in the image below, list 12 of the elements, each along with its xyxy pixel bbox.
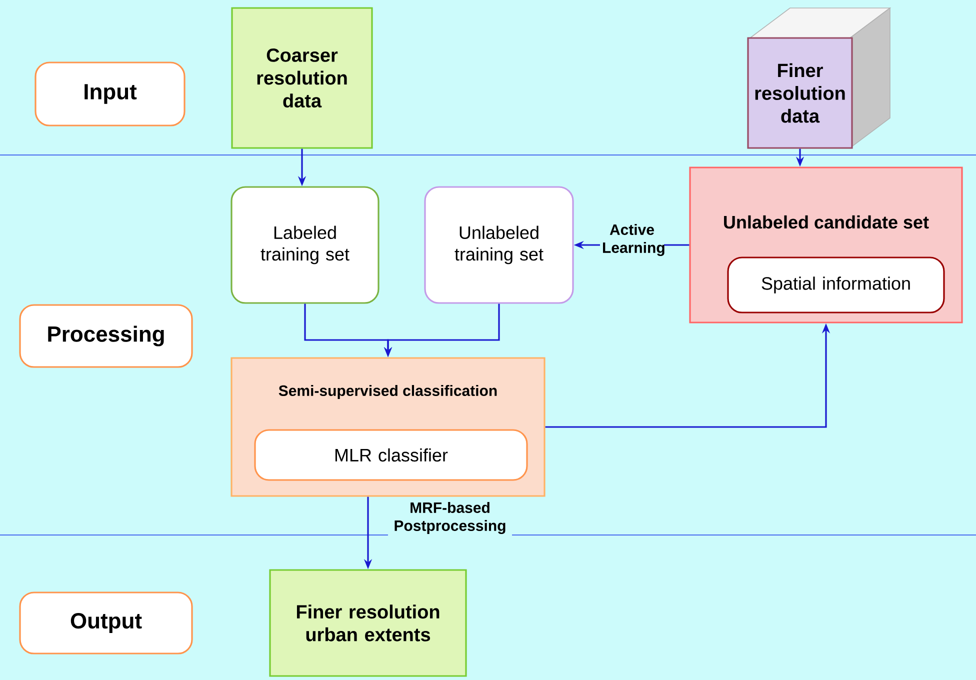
- stage-box: Output: [19, 592, 193, 654]
- classifier-box: MLR classifier: [254, 429, 528, 481]
- data-cube: Finer resolution data: [747, 7, 892, 149]
- training-set-box: Labeled training set: [230, 186, 380, 304]
- result-box: Finer resolution urban extents: [269, 569, 467, 677]
- data-box: Coarser resolution data: [231, 7, 373, 149]
- training-set-box: Unlabeled training set: [424, 186, 574, 304]
- stage-box: Processing: [19, 304, 193, 368]
- stage-box: Input: [34, 62, 186, 126]
- info-box: Spatial information: [727, 256, 945, 314]
- edge-label: Active Learning: [600, 222, 664, 258]
- edge-label: MRF-based Postprocessing: [388, 500, 512, 536]
